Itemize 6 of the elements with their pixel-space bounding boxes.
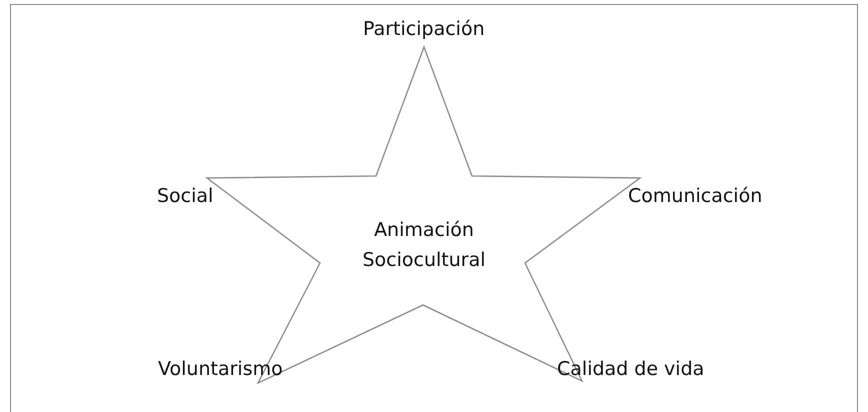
node-label: Animación Sociocultural [361, 218, 487, 273]
point-label: Comunicación [628, 184, 762, 208]
point-label: Social [157, 184, 214, 208]
point-label: Voluntarismo [158, 357, 283, 381]
point-label: Calidad de vida [557, 357, 704, 381]
point-label: Participación [363, 17, 485, 41]
